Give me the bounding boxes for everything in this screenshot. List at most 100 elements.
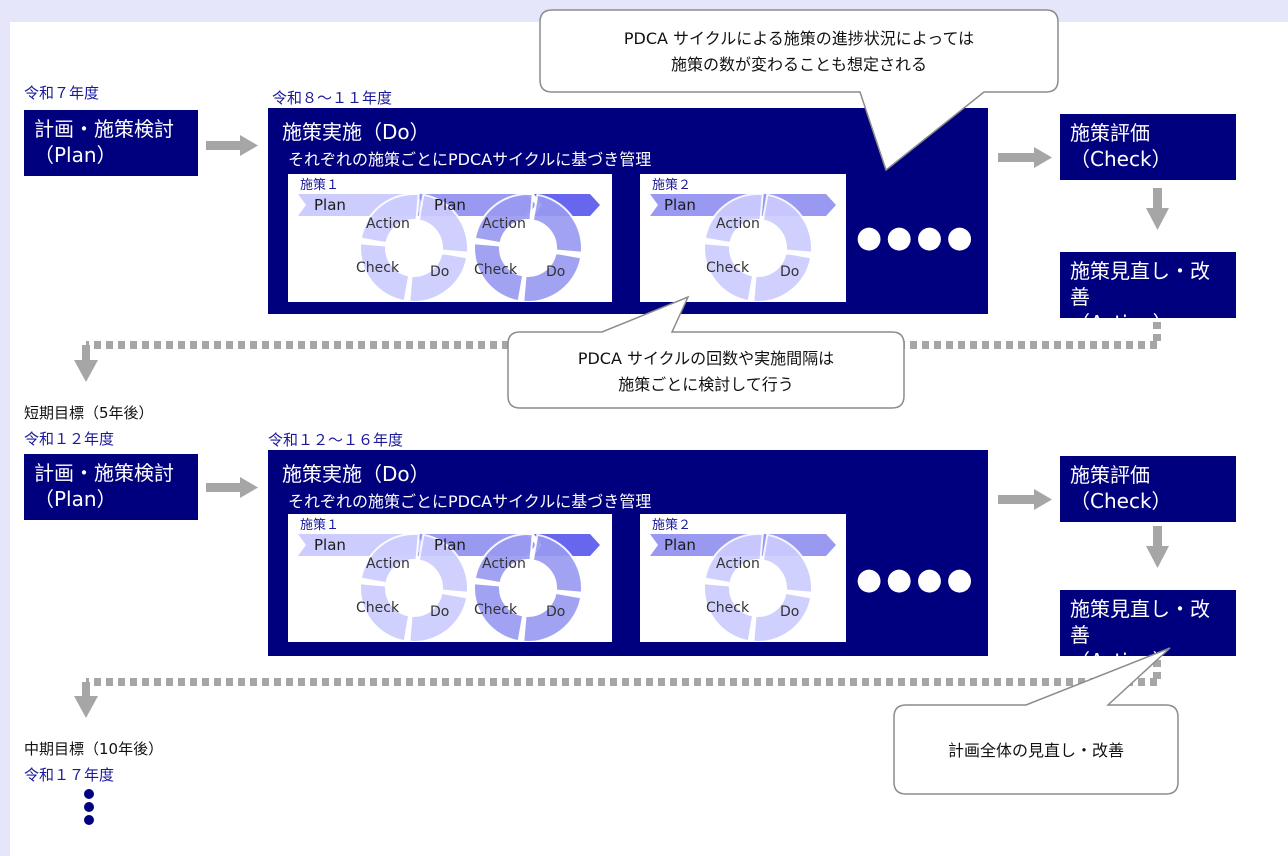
row2-arrow-plan-to-do: [206, 477, 258, 498]
callout-top: PDCA サイクルによる施策の進捗状況によっては 施策の数が変わることも想定され…: [539, 9, 1059, 172]
plan-label-2: Plan: [434, 196, 466, 214]
row1-do-year: 令和８～１１年度: [272, 89, 393, 107]
row2-do-year: 令和１２～１６年度: [268, 431, 404, 449]
cycle-ring-segment: [703, 242, 755, 302]
mid-term-goal-label: 中期目標（10年後）: [24, 740, 164, 758]
cycle-1-ring-segment: [417, 193, 469, 254]
cycle-1-ring-segment: [417, 533, 469, 594]
final-year-label: 令和１７年度: [24, 766, 115, 784]
cycle-ring-segment: [761, 533, 813, 594]
cycle-1-ring-segment: [408, 251, 469, 302]
do-label: Do: [780, 604, 799, 620]
cycle-2-ring-segment: [522, 251, 583, 302]
cycle-2-ring-segment: [473, 582, 525, 642]
cycle-1-ring-segment: [359, 533, 420, 585]
row2-do-box: 施策実施（Do） それぞれの施策ごとにPDCAサイクルに基づき管理 施策１ Pl…: [268, 450, 988, 656]
row1-do-title: 施策実施（Do）: [282, 120, 430, 144]
cycle-2-ring-segment: [531, 533, 583, 594]
action-label-1: Action: [366, 556, 410, 572]
cycle-1-ring: [359, 533, 469, 642]
plan-label: Plan: [664, 536, 696, 554]
action-label: Action: [716, 216, 760, 232]
cycle-2-ring-segment: [473, 533, 534, 585]
cycle-2-ring: [473, 193, 583, 302]
row2-plan-year: 令和１２年度: [24, 430, 115, 448]
do-label: Do: [780, 264, 799, 280]
row1-action-box: 施策見直し・改善 （Action）: [1060, 252, 1236, 335]
row2-measure2-title: 施策２: [652, 518, 692, 533]
plan-label-2: Plan: [434, 536, 466, 554]
check-label: Check: [706, 600, 750, 616]
callout-top-line1: PDCA サイクルによる施策の進捗状況によっては: [624, 29, 974, 48]
short-term-goal-label: 短期目標（5年後）: [24, 404, 154, 422]
plan-label: Plan: [664, 196, 696, 214]
row1-dotted-return-connector: [74, 322, 1161, 382]
action-label-2: Action: [482, 556, 526, 572]
cycle-2-ring: [473, 533, 583, 642]
row2-arrow-check-to-action: [1146, 526, 1169, 568]
plan-label-1: Plan: [314, 536, 346, 554]
cycle-ring-segment: [752, 591, 813, 642]
row1-do-subtitle: それぞれの施策ごとにPDCAサイクルに基づき管理: [288, 150, 652, 169]
action-label-2: Action: [482, 216, 526, 232]
row1-measure1-title: 施策１: [300, 178, 340, 193]
callout-middle-line1: PDCA サイクルの回数や実施間隔は: [578, 349, 834, 368]
callout-bottom-line1: 計画全体の見直し・改善: [948, 741, 1124, 760]
cycle-ring-segment: [752, 251, 813, 302]
action-label: Action: [716, 556, 760, 572]
check-label-2: Check: [474, 262, 518, 278]
callout-middle: PDCA サイクルの回数や実施間隔は 施策ごとに検討して行う: [507, 295, 905, 409]
continuation-dots: [84, 789, 94, 825]
row2-do-title: 施策実施（Do）: [282, 462, 430, 486]
row2-check-box: 施策評価 （Check）: [1060, 456, 1236, 522]
cycle-2-ring-segment: [473, 242, 525, 302]
row2-action-box: 施策見直し・改善 （Action）: [1060, 590, 1236, 673]
action-label-1: Action: [366, 216, 410, 232]
row2-measure1-title: 施策１: [300, 518, 340, 533]
row1-arrow-check-to-action: [1146, 188, 1169, 230]
do-label-2: Do: [546, 604, 565, 620]
row1-arrow-do-to-check: [998, 147, 1052, 168]
cycle-ring-segment: [703, 533, 764, 585]
callout-bottom: 計画全体の見直し・改善: [893, 647, 1179, 795]
row2-do-subtitle: それぞれの施策ごとにPDCAサイクルに基づき管理: [288, 492, 652, 511]
cycle-ring: [703, 193, 813, 302]
cycle-2-ring-segment: [473, 193, 534, 245]
cycle-ring-segment: [703, 193, 764, 245]
row1-check-box: 施策評価 （Check）: [1060, 114, 1236, 180]
cycle-1-ring-segment: [359, 582, 411, 642]
row2-dotted-return-connector: [74, 660, 1161, 718]
plan-label-1: Plan: [314, 196, 346, 214]
cycle-2-ring-segment: [522, 591, 583, 642]
cycle-1-ring-segment: [359, 242, 411, 302]
row2-arrow-do-to-check: [998, 489, 1052, 510]
do-label-1: Do: [430, 604, 449, 620]
row1-plan-box: 計画・施策検討 （Plan）: [24, 110, 198, 176]
row2-plan-box: 計画・施策検討 （Plan）: [24, 454, 198, 520]
row1-do-box: 施策実施（Do） それぞれの施策ごとにPDCAサイクルに基づき管理 施策１ Pl…: [268, 108, 988, 314]
cycle-ring: [703, 533, 813, 642]
check-label-1: Check: [356, 600, 400, 616]
cycle-1-ring-segment: [408, 591, 469, 642]
do-label-2: Do: [546, 264, 565, 280]
cycle-2-ring-segment: [531, 193, 583, 254]
cycle-1-ring: [359, 193, 469, 302]
cycle-ring-segment: [703, 582, 755, 642]
cycle-1-ring-segment: [359, 193, 420, 245]
callout-top-line2: 施策の数が変わることも想定される: [671, 55, 927, 74]
row2-ellipsis: ●●●●: [856, 562, 977, 597]
row1-ellipsis: ●●●●: [856, 220, 977, 255]
row1-plan-year: 令和７年度: [24, 84, 100, 102]
check-label-1: Check: [356, 260, 400, 276]
row1-measure2-title: 施策２: [652, 178, 692, 193]
cycle-ring-segment: [761, 193, 813, 254]
